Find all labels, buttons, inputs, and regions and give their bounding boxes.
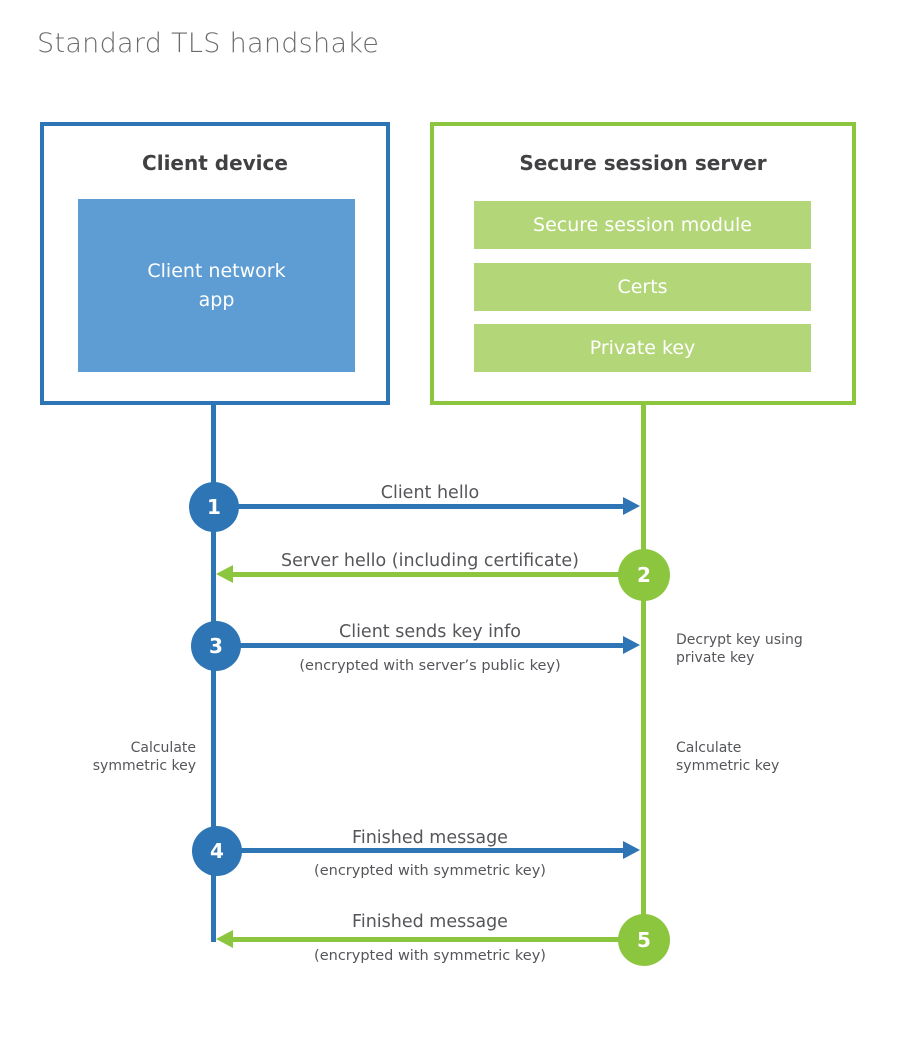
client-device-title: Client device	[142, 151, 288, 175]
step-4-badge: 4	[192, 826, 242, 876]
step-1-arrowhead-icon	[623, 497, 640, 515]
step-3-label: Client sends key info	[338, 622, 521, 642]
client-device-box: Client device Client network app	[40, 122, 390, 405]
step-5-sublabel: (encrypted with symmetric key)	[314, 948, 546, 964]
step-5-badge: 5	[618, 914, 670, 966]
calculate-symmetric-key-note-client: Calculate symmetric key	[92, 740, 196, 774]
step-2-arrow	[233, 572, 644, 577]
step-3-arrow	[216, 643, 624, 648]
step-3-sublabel: (encrypted with server’s public key)	[299, 658, 561, 674]
step-5-label: Finished message	[352, 912, 508, 932]
step-4-arrowhead-icon	[623, 841, 640, 859]
certs-block: Certs	[474, 263, 811, 311]
step-3-arrowhead-icon	[623, 636, 640, 654]
step-1-arrow	[214, 504, 624, 509]
private-key-block: Private key	[474, 324, 811, 372]
decrypt-key-note: Decrypt key using private key	[676, 632, 803, 666]
calculate-symmetric-key-note-server: Calculate symmetric key	[676, 740, 780, 774]
secure-session-module-block: Secure session module	[474, 201, 811, 249]
client-network-app-block: Client network app	[78, 199, 355, 372]
step-5-arrow	[233, 937, 644, 942]
step-3-badge: 3	[191, 621, 241, 671]
step-1-badge: 1	[189, 482, 239, 532]
step-4-sublabel: (encrypted with symmetric key)	[314, 863, 546, 879]
step-2-arrowhead-icon	[216, 565, 233, 583]
step-4-label: Finished message	[352, 828, 508, 848]
secure-session-server-box: Secure session server Secure session mod…	[430, 122, 856, 405]
secure-session-server-title: Secure session server	[519, 151, 767, 175]
client-lifeline	[211, 405, 216, 942]
step-5-arrowhead-icon	[216, 930, 233, 948]
server-lifeline	[641, 405, 646, 942]
page-title: Standard TLS handshake	[37, 28, 380, 59]
step-2-label: Server hello (including certificate)	[280, 551, 580, 571]
step-1-label: Client hello	[380, 483, 480, 503]
step-2-badge: 2	[618, 549, 670, 601]
step-4-arrow	[217, 848, 624, 853]
